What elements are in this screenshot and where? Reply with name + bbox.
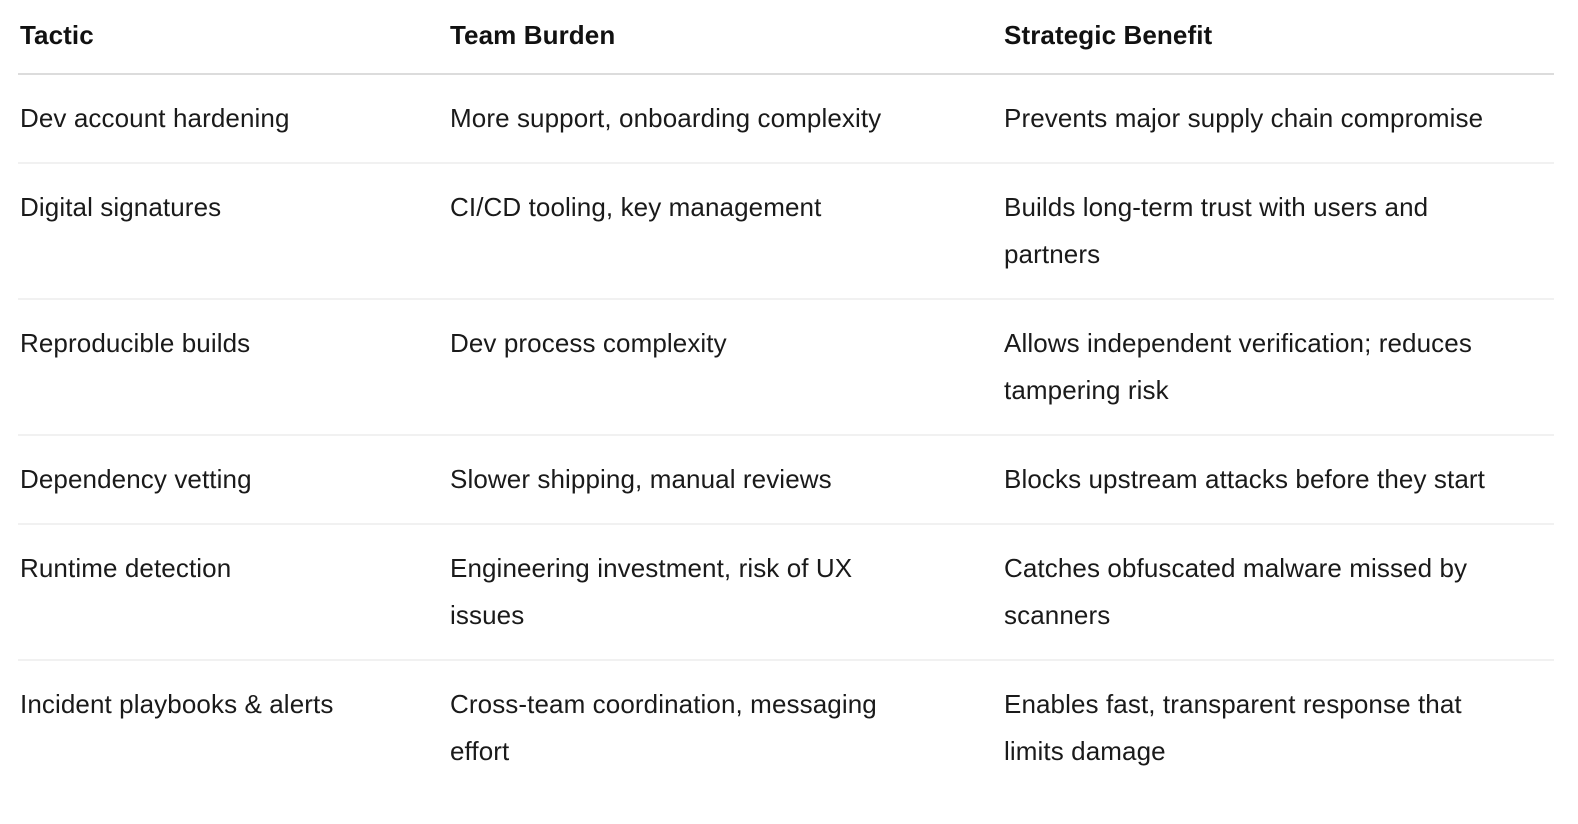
cell-strategic-benefit: Catches obfuscated malware missed by sca… (1004, 524, 1554, 661)
cell-strategic-benefit: Prevents major supply chain compromise (1004, 74, 1554, 164)
table-row: Dependency vetting Slower shipping, manu… (18, 435, 1554, 525)
table-row: Digital signatures CI/CD tooling, key ma… (18, 163, 1554, 300)
cell-team-burden: Slower shipping, manual reviews (450, 435, 1004, 525)
cell-tactic: Digital signatures (18, 163, 450, 300)
cell-tactic: Runtime detection (18, 524, 450, 661)
cell-tactic: Incident playbooks & alerts (20, 689, 334, 719)
cell-team-burden: Dev process complexity (450, 299, 1004, 436)
table-body: Dev account hardening More support, onbo… (18, 74, 1554, 795)
header-row: Tactic Team Burden Strategic Benefit (18, 0, 1554, 75)
table-header: Tactic Team Burden Strategic Benefit (18, 0, 1554, 75)
cell-strategic-benefit: Allows independent verification; reduces… (1004, 299, 1554, 436)
column-header-team-burden: Team Burden (450, 0, 1004, 75)
cell-tactic: Dev account hardening (18, 74, 450, 164)
cell-strategic-benefit: Builds long-term trust with users and pa… (1004, 163, 1554, 300)
column-header-tactic: Tactic (18, 0, 450, 75)
table-row: Reproducible builds Dev process complexi… (18, 299, 1554, 436)
table-row: Runtime detection Engineering investment… (18, 524, 1554, 661)
cell-team-burden: CI/CD tooling, key management (450, 163, 1004, 300)
cell-team-burden: Engineering investment, risk of UX issue… (450, 524, 1004, 661)
cell-strategic-benefit: Blocks upstream attacks before they star… (1004, 435, 1554, 525)
cell-team-burden: More support, onboarding complexity (450, 74, 1004, 164)
cell-team-burden: Cross-team coordination, messaging effor… (450, 689, 877, 766)
cell-tactic: Dependency vetting (18, 435, 450, 525)
cell-tactic: Reproducible builds (18, 299, 450, 436)
table-row: Dev account hardening More support, onbo… (18, 74, 1554, 164)
table-row: Incident playbooks & alerts Cross-team c… (18, 660, 1554, 795)
comparison-table: Tactic Team Burden Strategic Benefit Dev… (18, 0, 1554, 795)
cell-strategic-benefit: Enables fast, transparent response that … (1004, 689, 1462, 766)
column-header-strategic-benefit: Strategic Benefit (1004, 0, 1554, 75)
